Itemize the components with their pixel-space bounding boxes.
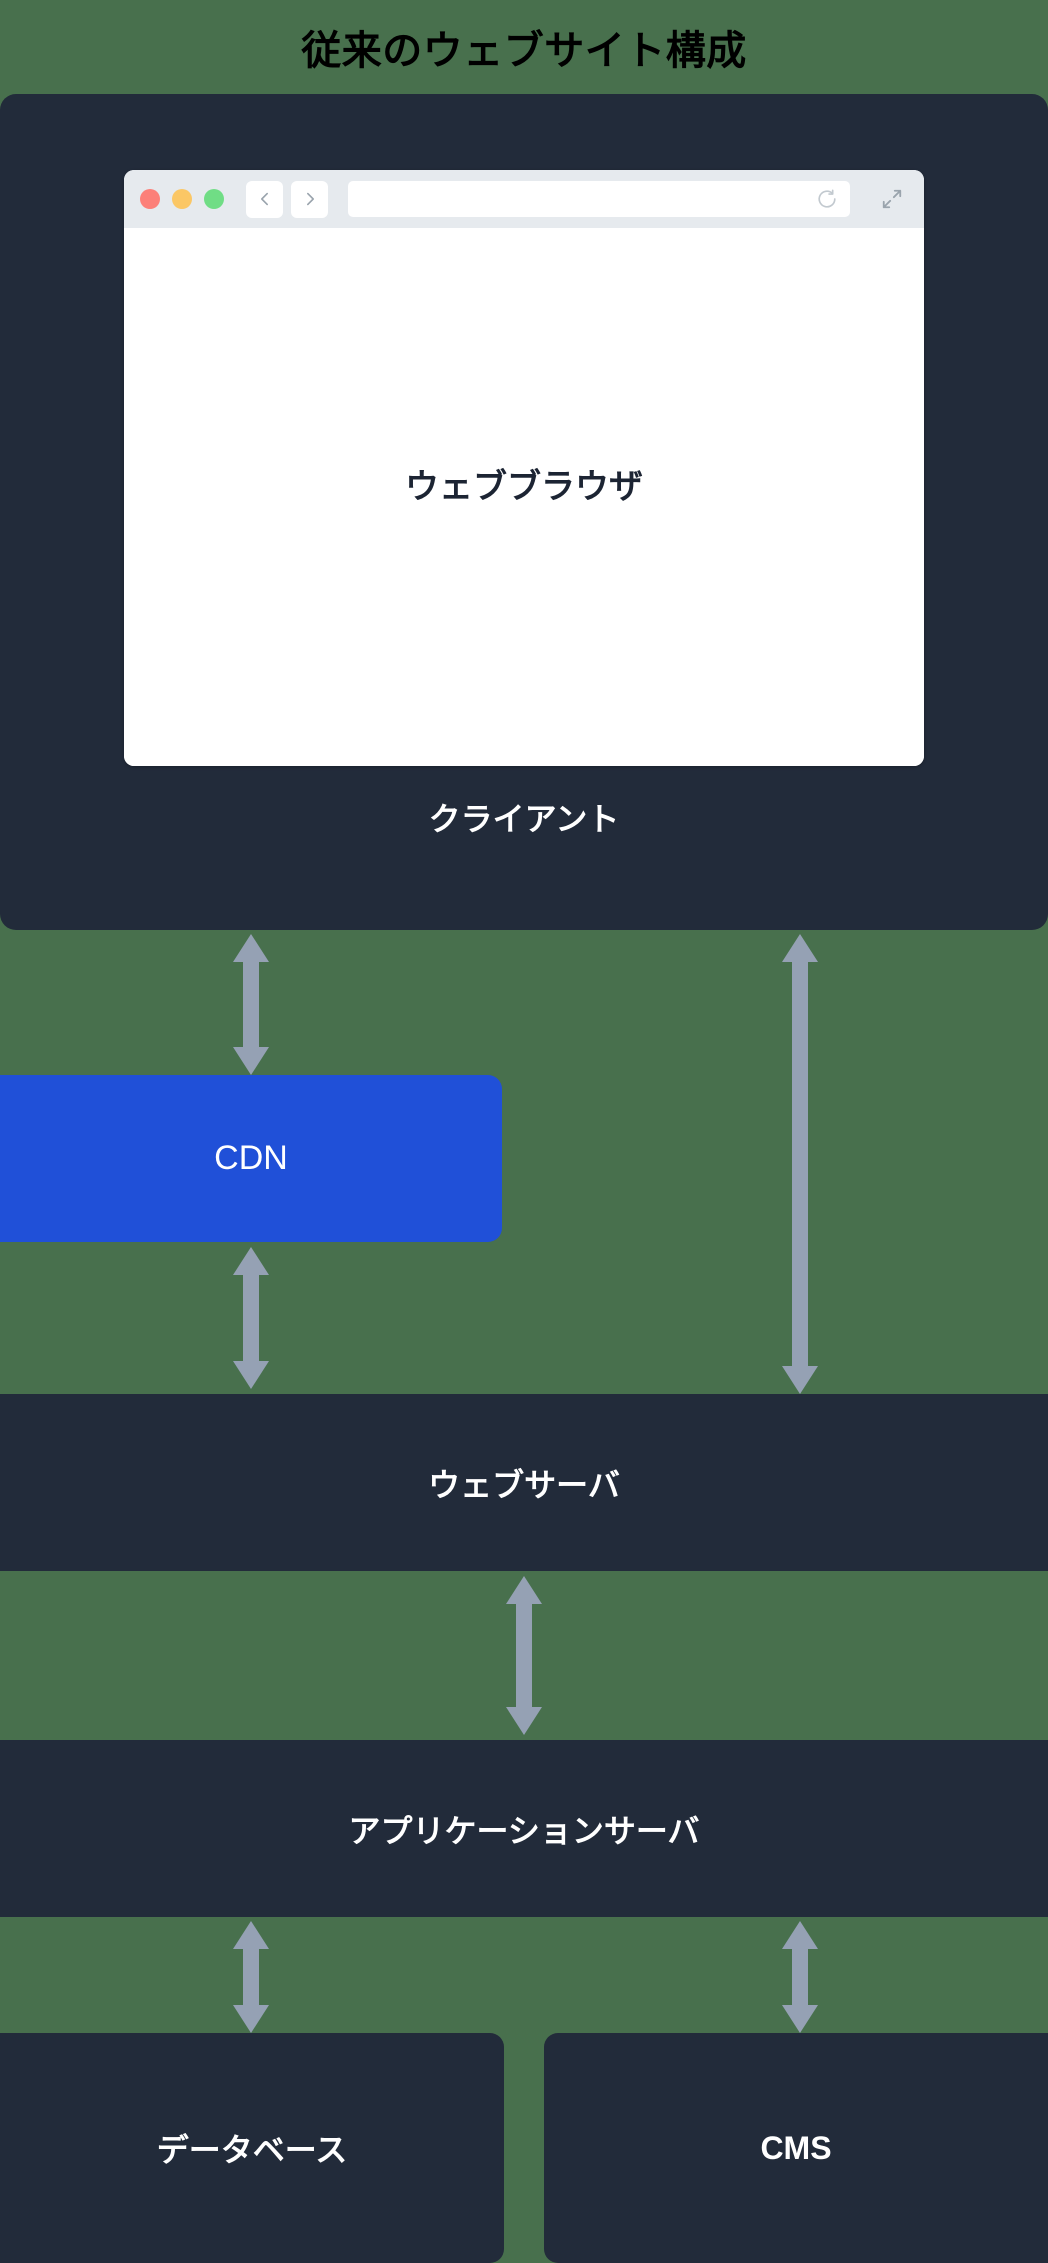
arrow-app-server-database bbox=[226, 1921, 276, 2033]
arrow-cdn-web-server bbox=[226, 1247, 276, 1389]
double-arrow-vertical-icon bbox=[506, 1576, 542, 1735]
node-app-server[interactable]: アプリケーションサーバ bbox=[0, 1740, 1048, 1917]
close-red-icon[interactable] bbox=[140, 189, 160, 209]
arrow-client-cdn bbox=[226, 934, 276, 1075]
arrow-client-web-server bbox=[775, 934, 825, 1394]
url-input[interactable] bbox=[348, 181, 850, 217]
chevron-left-icon bbox=[260, 192, 268, 206]
page-title: 従来のウェブサイト構成 bbox=[301, 29, 747, 73]
arrow-app-server-cms bbox=[775, 1921, 825, 2033]
browser-label: ウェブブラウザ bbox=[405, 467, 643, 506]
traffic-light-group bbox=[140, 189, 224, 209]
minimize-yellow-icon[interactable] bbox=[172, 189, 192, 209]
arrow-web-server-app-server bbox=[499, 1576, 549, 1735]
browser-nav-buttons bbox=[246, 180, 328, 218]
double-arrow-vertical-icon bbox=[782, 934, 818, 1394]
back-button[interactable] bbox=[246, 180, 283, 218]
reload-icon[interactable] bbox=[816, 188, 838, 210]
client-label: クライアント bbox=[428, 801, 620, 837]
browser-chrome-bar bbox=[124, 170, 924, 228]
double-arrow-vertical-icon bbox=[782, 1921, 818, 2033]
node-database[interactable]: データベース bbox=[0, 2033, 504, 2263]
node-cms[interactable]: CMS bbox=[544, 2033, 1048, 2263]
node-web-server[interactable]: ウェブサーバ bbox=[0, 1394, 1048, 1571]
maximize-green-icon[interactable] bbox=[204, 189, 224, 209]
double-arrow-vertical-icon bbox=[233, 1921, 269, 2033]
double-arrow-vertical-icon bbox=[233, 934, 269, 1075]
expand-button[interactable] bbox=[876, 183, 908, 215]
chevron-right-icon bbox=[306, 192, 314, 206]
expand-icon bbox=[882, 189, 902, 209]
browser-window-mockup: ウェブブラウザ bbox=[124, 170, 924, 766]
architecture-diagram: 従来のウェブサイト構成 bbox=[0, 29, 1048, 2263]
browser-viewport: ウェブブラウザ bbox=[124, 228, 924, 766]
node-cdn[interactable]: CDN bbox=[0, 1075, 502, 1242]
client-panel: ウェブブラウザ クライアント bbox=[0, 94, 1048, 930]
forward-button[interactable] bbox=[291, 180, 328, 218]
double-arrow-vertical-icon bbox=[233, 1247, 269, 1389]
